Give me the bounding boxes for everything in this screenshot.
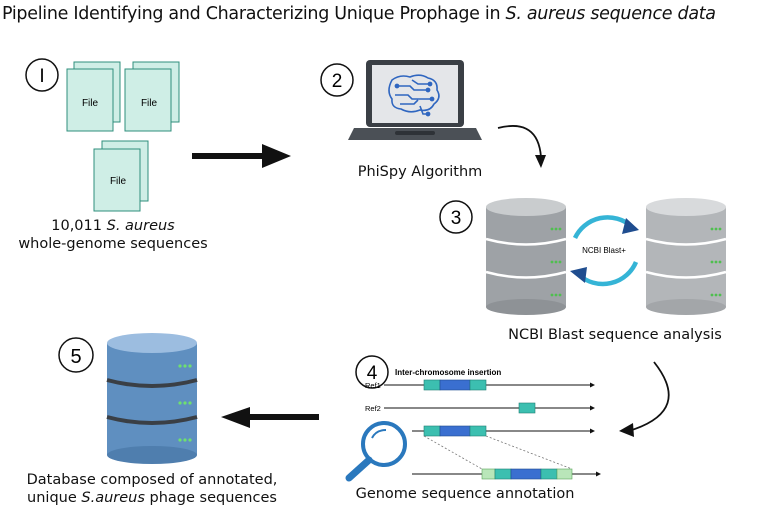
annotated-segment-5 bbox=[556, 468, 573, 480]
query-segment-b bbox=[439, 425, 471, 437]
diagram-title: Pipeline Identifying and Characterizing … bbox=[2, 4, 716, 24]
ref1-segment-a bbox=[423, 379, 441, 391]
arrow-step3-to-step4 bbox=[619, 361, 670, 437]
step2-number-badge: 2 bbox=[320, 63, 354, 97]
ref1-label: Ref1 bbox=[365, 381, 381, 390]
title-italic: S. aureus sequence data bbox=[505, 4, 717, 24]
step5-number: 5 bbox=[70, 346, 81, 368]
step1-caption: 10,011 S. aureus whole-genome sequences bbox=[18, 217, 208, 253]
file-label: File bbox=[82, 98, 99, 109]
database-gray-right bbox=[645, 198, 727, 315]
step5-caption-line1: Database composed of annotated, bbox=[26, 472, 278, 488]
step4-caption: Genome sequence annotation bbox=[355, 486, 575, 502]
file-label: File bbox=[141, 98, 158, 109]
step1-number-badge: I bbox=[25, 58, 59, 92]
step5-caption-species: S.aureus bbox=[81, 490, 145, 506]
ref1-segment-c bbox=[469, 379, 487, 391]
blast-cycle-label: NCBI Blast+ bbox=[582, 246, 626, 255]
step1-caption-line2: whole-genome sequences bbox=[18, 236, 208, 252]
step1-caption-count: 10,011 bbox=[51, 218, 107, 234]
mapping-line-right bbox=[485, 435, 573, 470]
step1-number: I bbox=[39, 66, 44, 87]
magnifier-icon bbox=[345, 421, 407, 482]
insertion-header: Inter-chromosome insertion bbox=[395, 368, 501, 377]
annotated-segment-4 bbox=[540, 468, 558, 480]
step5-number-badge: 5 bbox=[58, 337, 94, 373]
arrow-step4-to-step5 bbox=[221, 407, 319, 428]
query-segment-a bbox=[423, 425, 441, 437]
file-stack-2: File bbox=[124, 61, 180, 132]
annotated-segment-2 bbox=[494, 468, 512, 480]
arrow-step1-to-step2 bbox=[192, 144, 291, 168]
ref2-segment bbox=[518, 402, 536, 414]
annotated-segment-3 bbox=[510, 468, 542, 480]
ref2-label: Ref2 bbox=[365, 404, 381, 413]
file-stack-3: File bbox=[93, 140, 149, 212]
step5-caption-prefix: unique bbox=[27, 490, 82, 506]
query-segment-c bbox=[469, 425, 487, 437]
ref1-segment-b bbox=[439, 379, 471, 391]
step3-number: 3 bbox=[451, 208, 462, 229]
database-gray-left bbox=[485, 198, 567, 315]
genome-annotation-figure: Inter-chromosome insertion Ref1 Ref2 bbox=[365, 368, 601, 480]
step5-caption: Database composed of annotated, unique S… bbox=[18, 471, 286, 507]
step5-caption-suffix: phage sequences bbox=[144, 490, 277, 506]
step3-number-badge: 3 bbox=[439, 200, 473, 234]
step4-number-badge: 4 bbox=[355, 355, 389, 389]
step1-caption-species: S. aureus bbox=[106, 218, 175, 234]
blast-cycle-icon: NCBI Blast+ bbox=[570, 215, 639, 287]
database-blue bbox=[106, 333, 198, 464]
file-label: File bbox=[110, 176, 127, 187]
brain-circuit-icon bbox=[388, 74, 440, 117]
mapping-line-left bbox=[423, 435, 483, 470]
step2-number: 2 bbox=[332, 71, 343, 92]
laptop-icon bbox=[348, 60, 482, 140]
step2-caption: PhiSpy Algorithm bbox=[357, 164, 483, 180]
annotated-segment-1 bbox=[481, 468, 496, 480]
arrow-step2-to-step3 bbox=[497, 125, 546, 168]
step4-number: 4 bbox=[367, 363, 378, 384]
file-stack-1: File bbox=[66, 61, 121, 132]
step3-caption: NCBI Blast sequence analysis bbox=[508, 327, 722, 343]
title-text: Pipeline Identifying and Characterizing … bbox=[2, 4, 506, 24]
